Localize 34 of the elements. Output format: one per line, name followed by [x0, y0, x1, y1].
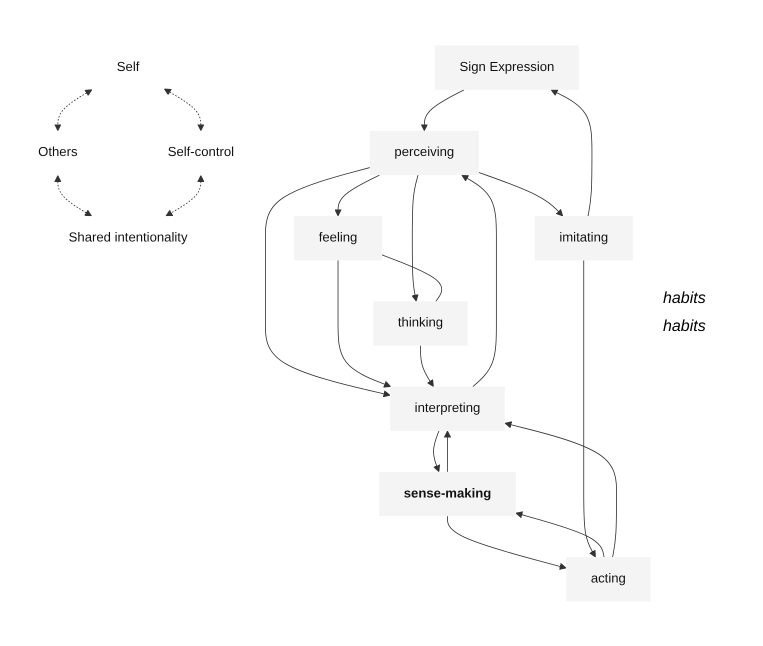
node-box: acting	[566, 556, 650, 601]
node-box: imitating	[534, 216, 632, 260]
arrow	[420, 88, 464, 131]
node-box: Sign Expression	[434, 45, 578, 90]
edge-note: habits	[663, 318, 706, 336]
arrow	[432, 430, 440, 472]
arrow	[460, 174, 496, 387]
arrow	[420, 344, 434, 386]
node-text: Self-control	[167, 145, 234, 160]
connector	[381, 254, 442, 302]
node-text: Shared intentionality	[68, 230, 188, 244]
arrow	[337, 259, 390, 388]
arrow	[334, 174, 380, 216]
edge-note: habits	[663, 290, 706, 308]
node-box: feeling	[294, 216, 382, 260]
arrow	[515, 510, 604, 558]
arrow	[550, 89, 592, 216]
node-text: Self	[116, 60, 139, 74]
arrow	[582, 259, 596, 557]
arrow	[264, 166, 390, 397]
arrow	[165, 174, 204, 216]
node-box: perceiving	[369, 130, 478, 175]
arrow	[443, 430, 451, 472]
node-text: Others	[38, 145, 78, 160]
node-box: sense-making	[378, 471, 516, 516]
node-box: interpreting	[390, 386, 504, 430]
node-box: thinking	[372, 300, 468, 346]
arrow	[478, 172, 563, 216]
arrow	[504, 420, 616, 558]
arrow	[410, 174, 418, 302]
arrow	[54, 174, 92, 216]
arrow	[163, 88, 204, 131]
arrow	[54, 88, 92, 131]
arrow	[446, 515, 566, 570]
